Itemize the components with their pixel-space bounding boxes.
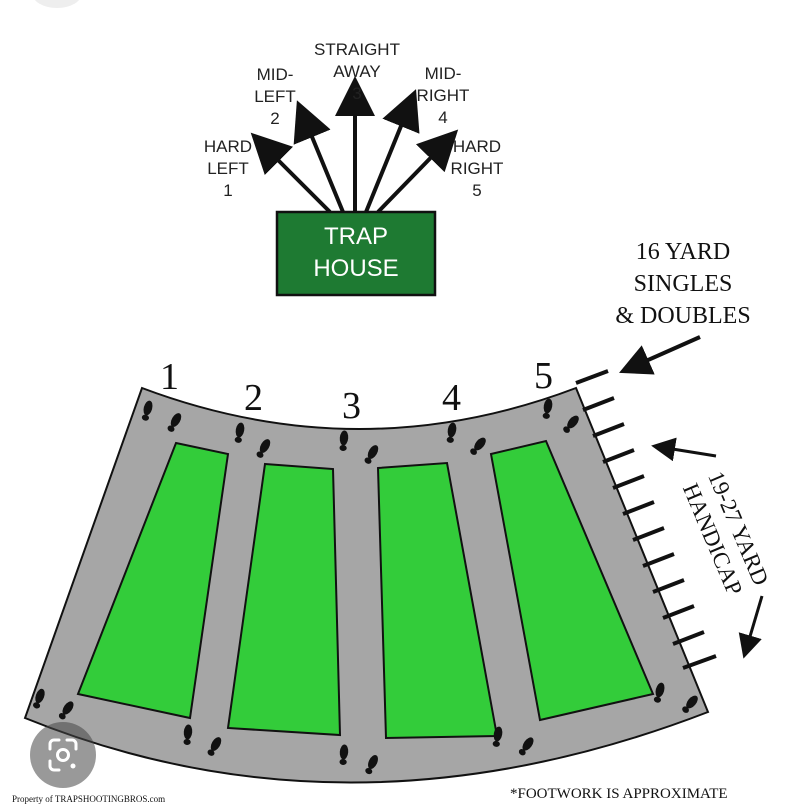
singles-label-l2: SINGLES	[633, 271, 733, 297]
trap-house-line2: HOUSE	[313, 255, 398, 282]
direction-label-5-l2: RIGHT	[450, 159, 504, 178]
direction-label-1-l3: 1	[223, 181, 233, 200]
direction-label-3-l3: 3	[352, 84, 362, 103]
google-lens-button[interactable]	[30, 722, 96, 788]
direction-label-2-l2: LEFT	[254, 87, 296, 106]
direction-label-4: MID- RIGHT 4	[408, 63, 478, 129]
singles-label-l3: & DOUBLES	[615, 303, 751, 329]
yard-lines	[575, 369, 717, 670]
arrow-mid-right	[364, 89, 420, 213]
direction-label-1-l2: LEFT	[207, 159, 249, 178]
pad-4	[489, 439, 655, 722]
station-number-2: 2	[244, 377, 263, 419]
station-number-4: 4	[442, 377, 461, 419]
direction-label-4-l3: 4	[438, 108, 448, 127]
footer-property: Property of TRAPSHOOTINGBROS.com	[12, 794, 166, 804]
direction-label-5-l1: HARD	[452, 137, 502, 156]
direction-label-5-l3: 5	[472, 181, 482, 200]
station-number-1: 1	[160, 356, 179, 398]
direction-label-3: STRAIGHT AWAY 3	[302, 39, 412, 105]
trap-house-box	[275, 210, 437, 297]
google-lens-icon	[48, 738, 78, 772]
pad-2	[226, 462, 342, 737]
direction-label-2: MID- LEFT 2	[240, 64, 310, 130]
handicap-arrow-top	[651, 437, 717, 462]
arrow-mid-left	[293, 100, 345, 213]
pad-1	[76, 441, 230, 720]
direction-label-2-l3: 2	[270, 109, 280, 128]
direction-arrows	[250, 76, 459, 214]
top-edge-avatar	[32, 0, 82, 8]
trap-house-line1: TRAP	[324, 223, 388, 250]
direction-label-5: HARD RIGHT 5	[441, 136, 513, 202]
direction-label-1-l1: HARD	[203, 137, 253, 156]
footer-footwork-note: *FOOTWORK IS APPROXIMATE	[510, 786, 728, 802]
direction-label-3-l2: AWAY	[333, 62, 381, 81]
station-number-3: 3	[342, 385, 361, 427]
direction-label-4-l2: RIGHT	[416, 86, 470, 105]
direction-label-4-l1: MID-	[424, 64, 462, 83]
singles-arrow	[619, 335, 701, 375]
singles-label-l1: 16 YARD	[635, 239, 731, 265]
direction-label-1: HARD LEFT 1	[193, 136, 263, 202]
direction-label-2-l1: MID-	[256, 65, 294, 84]
arrow-hard-left	[250, 132, 332, 214]
station-number-5: 5	[534, 355, 553, 397]
handicap-arrow-bottom	[738, 595, 764, 659]
direction-label-3-l1: STRAIGHT	[314, 40, 400, 59]
arrow-hard-right	[376, 129, 459, 214]
singles-doubles-label: 16 YARD SINGLES & DOUBLES	[600, 236, 766, 332]
shooting-pads	[76, 439, 655, 740]
